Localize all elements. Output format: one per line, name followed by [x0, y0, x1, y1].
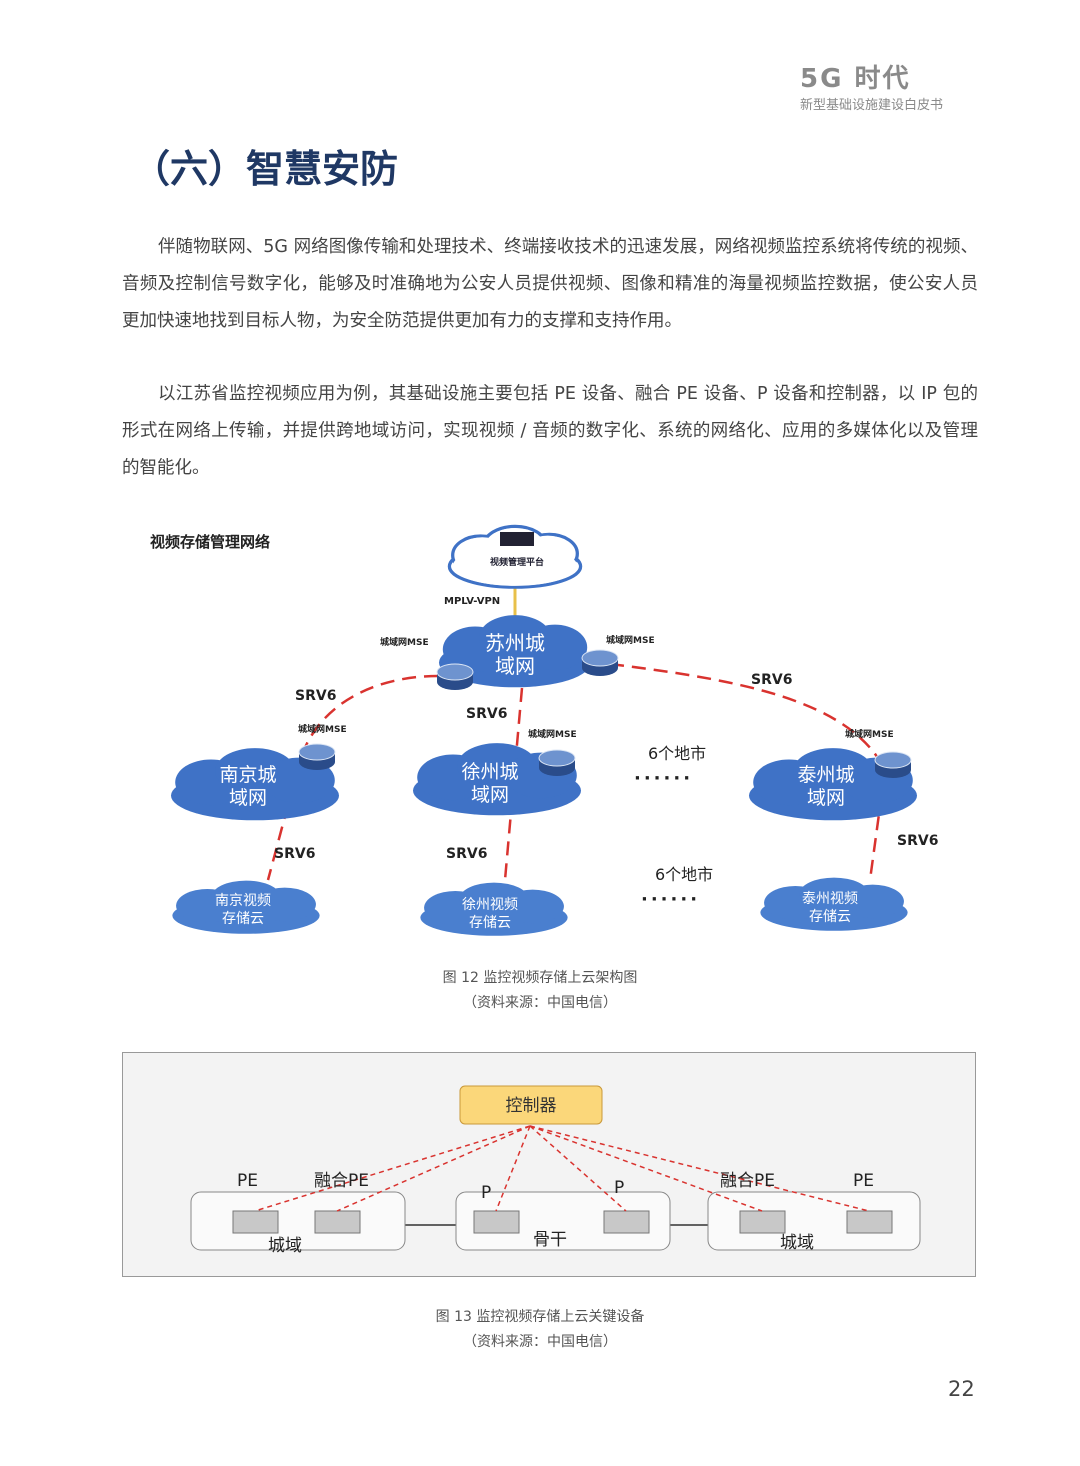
controller-label: 控制器 — [506, 1096, 557, 1116]
svg-text:城域网MSE: 城域网MSE — [606, 634, 655, 646]
cloud-label: 存储云 — [222, 911, 264, 927]
cloud-label: 泰州视频 — [802, 891, 858, 907]
svg-text:SRV6: SRV6 — [466, 706, 507, 722]
cloud-label: 南京视频 — [215, 893, 271, 909]
metro-group-right — [707, 1191, 921, 1251]
figure-12-diagram: 视频存储管理网络 视频管理平台 MPLV-VPN 苏州城 域网 南京城 域网 徐… — [150, 524, 938, 936]
metro-group-left — [190, 1191, 406, 1251]
mse-labels: 城域网MSE 城域网MSE 城域网MSE 城域网MSE 城域网MSE — [298, 634, 894, 740]
cloud-label: 域网 — [471, 784, 509, 806]
figure-13-source: （资料来源：中国电信） — [463, 1334, 617, 1350]
controller-box — [459, 1085, 603, 1125]
header-title: 5G 时代 — [800, 64, 911, 94]
router-icon — [298, 743, 336, 771]
svg-text:SRV6: SRV6 — [446, 846, 487, 862]
svg-text:PE: PE — [237, 1171, 258, 1191]
cloud-label: 域网 — [807, 787, 845, 809]
paragraph-2: 以江苏省监控视频应用为例，其基础设施主要包括 PE 设备、融合 PE 设备、P … — [122, 384, 978, 478]
paragraph-1: 伴随物联网、5G 网络图像传输和处理技术、终端接收技术的迅速发展，网络视频监控系… — [122, 237, 978, 331]
cloud-label: 徐州城 — [461, 761, 518, 783]
svg-text:城域网MSE: 城域网MSE — [298, 723, 347, 735]
figure-13-diagram: 控制器 PE 融合PE P P 融合PE PE 城域 骨干 城域 — [122, 1052, 976, 1277]
backbone-group — [455, 1191, 671, 1251]
svg-text:P: P — [481, 1183, 491, 1203]
router-icon — [538, 749, 576, 777]
device-boxes — [232, 1210, 893, 1234]
cloud-label: 南京城 — [219, 764, 276, 786]
svg-text:融合PE: 融合PE — [720, 1171, 775, 1191]
figure-12-heading: 视频存储管理网络 — [150, 533, 270, 551]
figure-12-source: （资料来源：中国电信） — [463, 995, 617, 1011]
cloud-label: 泰州城 — [797, 764, 854, 786]
svg-text:融合PE: 融合PE — [314, 1171, 369, 1191]
svg-text:SRV6: SRV6 — [897, 833, 938, 849]
svg-text:P: P — [614, 1178, 624, 1198]
cloud-label: 域网 — [229, 787, 267, 809]
cloud-label: 存储云 — [809, 909, 851, 925]
figure-13-caption: 图 13 监控视频存储上云关键设备 — [435, 1309, 645, 1325]
vpn-label: MPLV-VPN — [444, 596, 500, 607]
svg-text:SRV6: SRV6 — [295, 688, 336, 704]
figure-12-caption: 图 12 监控视频存储上云架构图 — [442, 970, 638, 986]
svg-text:城域网MSE: 城域网MSE — [380, 636, 429, 648]
svg-text:城域: 城域 — [268, 1236, 302, 1256]
cities-label: 6个地市 — [655, 865, 713, 884]
router-icon — [874, 751, 912, 779]
page-number: 22 — [948, 1377, 975, 1401]
cloud-label: 存储云 — [469, 915, 511, 931]
header-subtitle: 新型基础设施建设白皮书 — [800, 98, 944, 113]
control-links — [254, 1125, 870, 1212]
cloud-label: 徐州视频 — [462, 897, 518, 913]
ellipsis: ······ — [634, 768, 693, 789]
cloud-label: 域网 — [495, 654, 535, 678]
svg-text:骨干: 骨干 — [533, 1230, 567, 1250]
ellipsis: ······ — [641, 889, 700, 910]
svg-text:城域网MSE: 城域网MSE — [528, 728, 577, 740]
router-icon — [581, 649, 619, 677]
cloud-label: 苏州城 — [485, 631, 545, 655]
svg-text:城域网MSE: 城域网MSE — [845, 728, 894, 740]
platform-label: 视频管理平台 — [490, 556, 544, 568]
section-title: （六）智慧安防 — [132, 146, 399, 191]
svg-text:SRV6: SRV6 — [274, 846, 315, 862]
svg-text:城域: 城域 — [780, 1233, 814, 1253]
svg-text:SRV6: SRV6 — [751, 672, 792, 688]
svg-text:PE: PE — [853, 1171, 874, 1191]
cities-label: 6个地市 — [648, 744, 706, 763]
srv6-labels: SRV6 SRV6 SRV6 SRV6 SRV6 SRV6 — [274, 672, 938, 862]
server-icon — [500, 532, 534, 546]
device-labels: PE 融合PE P P 融合PE PE 城域 骨干 城域 — [237, 1171, 874, 1256]
router-icon — [436, 663, 474, 691]
